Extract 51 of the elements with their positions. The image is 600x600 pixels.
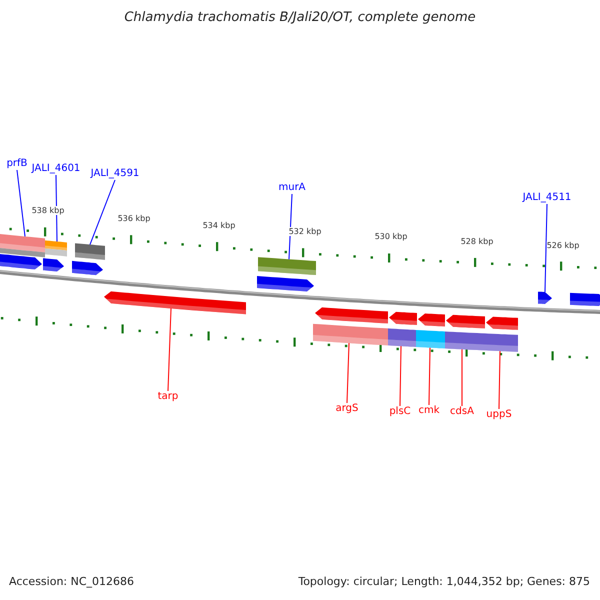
gene-label: argS [336,403,358,415]
directional-gene-block [389,312,417,325]
directional-gene-block [570,292,600,306]
gene-label: tarp [158,391,178,403]
leader-line [168,308,172,392]
gene-bar [485,333,518,352]
gene-label: plsC [389,406,411,418]
gene-bar [75,243,105,260]
gene-bar [45,240,67,256]
directional-gene-block [104,291,246,314]
gene-label: JALI_4591 [90,168,140,180]
gene-label: prfB [6,158,28,170]
directional-gene-block [446,314,485,328]
diagram-title: Chlamydia trachomatis B/Jali20/OT, complete genome [123,10,477,25]
gene-bar [0,234,45,258]
gene-label: cdsA [450,406,474,418]
leader-line [498,350,500,410]
gene-bar [258,257,316,275]
directional-gene-block [418,314,445,326]
directional-gene-block [315,307,388,324]
leader-line [400,346,402,406]
leader-line [288,194,292,260]
gene-bar [416,330,445,348]
leader-line [428,347,430,406]
leader-line [346,342,350,404]
scale-label: 526 kbp [546,240,580,250]
leader-line [16,170,26,237]
gene-label: murA [278,182,306,194]
gene-label: JALI_4511 [522,192,572,204]
gene-bar [388,328,416,347]
gene-label: cmk [418,405,440,417]
scale-label: 536 kbp [118,214,150,224]
gene-bar [445,332,485,350]
directional-gene-block [486,316,518,330]
directional-gene-block [538,292,552,304]
accession-text: Accession: NC_012686 [9,575,134,588]
leader-line [90,180,116,246]
scale-label: 534 kbp [202,221,236,230]
scale-label: 530 kbp [374,232,408,242]
gene-label: uppS [486,409,512,421]
directional-gene-block [72,260,103,276]
scale-label: 538 kbp [32,206,64,216]
genome-info-text: Topology: circular; Length: 1,044,352 bp; Genes: 875 [298,575,590,588]
directional-gene-block [257,276,314,292]
directional-gene-block [43,258,64,272]
gene-bar [313,324,388,346]
leader-line [544,204,548,292]
scale-label: 528 kbp [460,236,494,246]
directional-gene-block [0,254,42,270]
gene-label: JALI_4601 [32,163,80,175]
scale-label: 532 kbp [288,227,322,236]
